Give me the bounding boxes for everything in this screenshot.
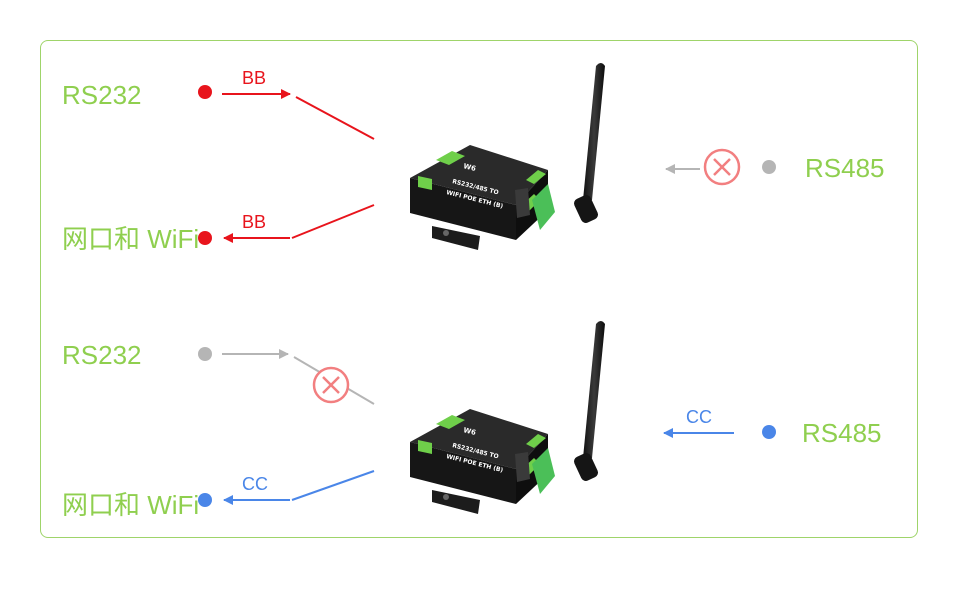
rs232-dot-bottom — [198, 347, 212, 361]
network-wifi-label-top: 网口和 WiFi — [62, 224, 200, 254]
rs485-dot-top — [762, 160, 776, 174]
rs485-dot-bottom — [762, 425, 776, 439]
bb-label-bottom: BB — [242, 212, 267, 232]
gateway-device-top: W6 RS232/485 TO WIFI POE ETH (B) — [410, 63, 605, 250]
rs232-label-bottom: RS232 — [62, 340, 142, 370]
cc-label-bottom: CC — [242, 474, 268, 494]
blocked-icon-top — [703, 148, 741, 186]
cc-label-right: CC — [686, 407, 712, 427]
top-scenario-arrows — [198, 85, 776, 245]
device-to-network-line-bottom — [291, 470, 375, 501]
bb-label-top: BB — [242, 68, 267, 88]
gateway-device-bottom: W6 RS232/485 TO WIFI POE ETH (B) — [410, 321, 605, 514]
network-dot-bottom — [198, 493, 212, 507]
diagram-frame — [40, 40, 918, 538]
device-to-network-line — [291, 204, 375, 239]
bottom-scenario-arrows — [198, 347, 776, 507]
network-dot-top — [198, 231, 212, 245]
rs232-dot-top — [198, 85, 212, 99]
rs232-to-device-line — [295, 96, 375, 140]
brand-mark-bottom: W6 — [463, 426, 477, 437]
brand-mark-top: W6 — [463, 162, 477, 173]
rs485-label-top: RS485 — [805, 153, 885, 183]
blocked-icon-bottom — [312, 366, 350, 404]
rs232-label-top: RS232 — [62, 80, 142, 110]
rs485-label-bottom: RS485 — [802, 418, 882, 448]
network-wifi-label-bottom: 网口和 WiFi — [62, 490, 200, 520]
